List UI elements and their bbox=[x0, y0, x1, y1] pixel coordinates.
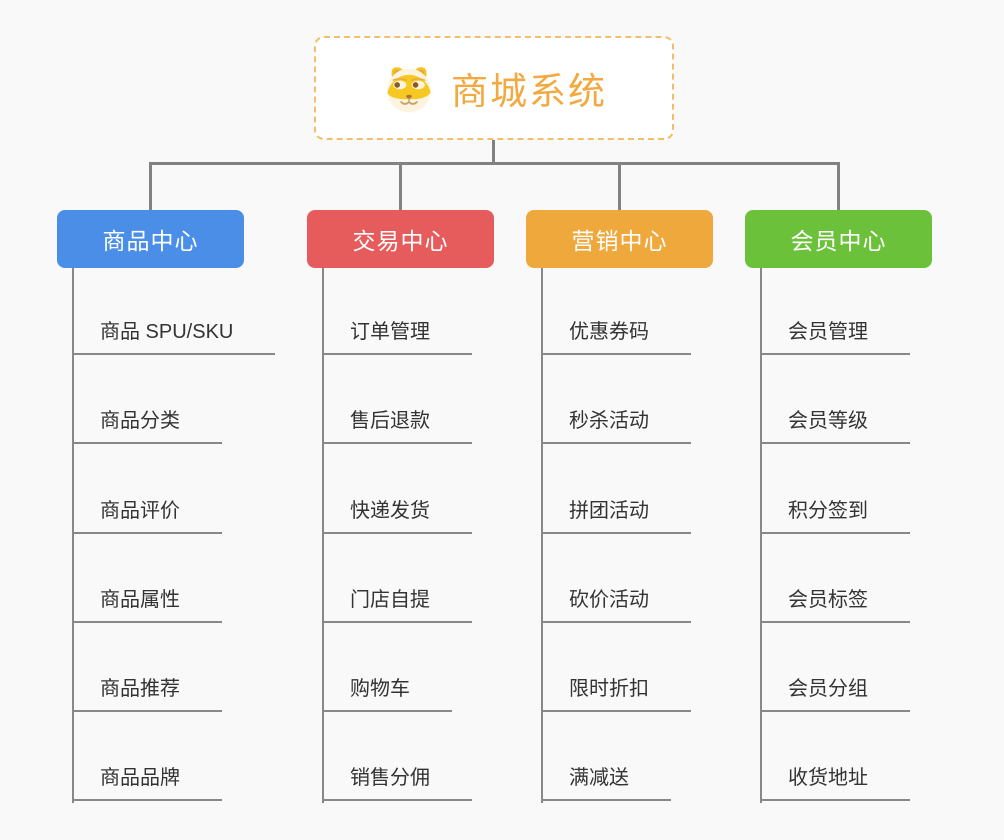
connector-drop-marketing bbox=[618, 162, 621, 210]
connector-vline-product bbox=[72, 268, 74, 803]
connector-drop-product bbox=[149, 162, 152, 210]
connector-drop-trade bbox=[399, 162, 402, 210]
leaf-item[interactable]: 商品分类 bbox=[72, 409, 222, 444]
branch-label: 交易中心 bbox=[352, 228, 449, 254]
leaf-item[interactable]: 砍价活动 bbox=[541, 588, 691, 623]
leaf-item[interactable]: 会员管理 bbox=[760, 320, 910, 355]
branch-label: 营销中心 bbox=[571, 228, 668, 254]
leaf-item[interactable]: 积分签到 bbox=[760, 499, 910, 534]
branch-node-marketing[interactable]: 营销中心 bbox=[526, 210, 713, 268]
leaf-item[interactable]: 售后退款 bbox=[322, 409, 472, 444]
connector-horizontal-bar bbox=[149, 162, 840, 165]
leaf-item[interactable]: 购物车 bbox=[322, 677, 452, 712]
leaf-item[interactable]: 满减送 bbox=[541, 766, 671, 801]
leaf-item[interactable]: 商品品牌 bbox=[72, 766, 222, 801]
connector-root-stem bbox=[492, 140, 495, 164]
branch-label: 商品中心 bbox=[102, 228, 199, 254]
leaf-item[interactable]: 门店自提 bbox=[322, 588, 472, 623]
branch-label: 会员中心 bbox=[790, 228, 887, 254]
leaf-item[interactable]: 订单管理 bbox=[322, 320, 472, 355]
leaf-item[interactable]: 优惠券码 bbox=[541, 320, 691, 355]
connector-vline-marketing bbox=[541, 268, 543, 803]
leaf-item[interactable]: 会员等级 bbox=[760, 409, 910, 444]
leaf-item[interactable]: 会员标签 bbox=[760, 588, 910, 623]
leaf-item[interactable]: 收货地址 bbox=[760, 766, 910, 801]
leaf-item[interactable]: 商品 SPU/SKU bbox=[72, 320, 276, 355]
connector-drop-member bbox=[837, 162, 840, 210]
connector-vline-member bbox=[760, 268, 762, 803]
branch-node-trade[interactable]: 交易中心 bbox=[307, 210, 494, 268]
connector-vline-trade bbox=[322, 268, 324, 803]
leaf-item[interactable]: 销售分佣 bbox=[322, 766, 472, 801]
leaf-item[interactable]: 会员分组 bbox=[760, 677, 910, 712]
leaf-item[interactable]: 秒杀活动 bbox=[541, 409, 691, 444]
root-node[interactable]: 商城系统 bbox=[314, 36, 674, 140]
branch-node-product[interactable]: 商品中心 bbox=[57, 210, 244, 268]
dog-face-icon bbox=[387, 67, 431, 113]
leaf-item[interactable]: 限时折扣 bbox=[541, 677, 691, 712]
leaf-item[interactable]: 拼团活动 bbox=[541, 499, 691, 534]
leaf-item[interactable]: 商品属性 bbox=[72, 588, 222, 623]
leaf-item[interactable]: 商品评价 bbox=[72, 499, 222, 534]
leaf-item[interactable]: 快递发货 bbox=[322, 499, 472, 534]
leaf-item[interactable]: 商品推荐 bbox=[72, 677, 222, 712]
branch-node-member[interactable]: 会员中心 bbox=[745, 210, 932, 268]
root-title: 商城系统 bbox=[451, 71, 607, 112]
